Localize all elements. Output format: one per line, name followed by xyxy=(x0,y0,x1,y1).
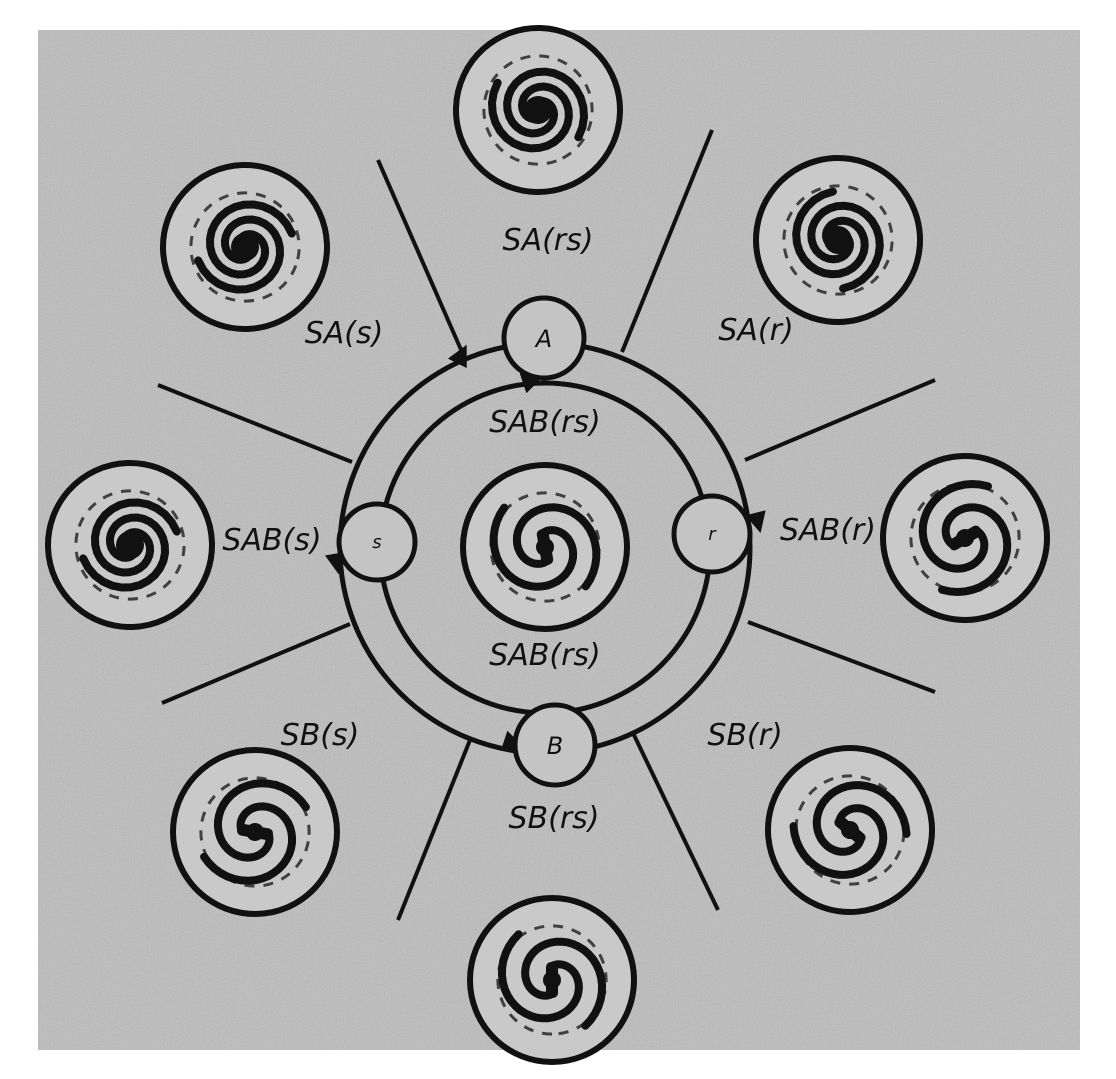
node-s-label: s xyxy=(372,532,381,553)
node-b-label: B xyxy=(547,732,563,760)
galaxy-spiral-arm xyxy=(521,937,607,1030)
galaxy-icons xyxy=(45,25,1050,1065)
galaxy-core xyxy=(246,823,264,841)
galaxy-core xyxy=(536,538,554,556)
spoke-line xyxy=(620,129,714,353)
node-r xyxy=(671,493,753,575)
label-sab-s: SAB(s) xyxy=(222,523,321,558)
galaxy-faint-arms xyxy=(909,482,1021,594)
galaxy-spiral-arm xyxy=(789,804,888,879)
spoke-line xyxy=(376,159,464,353)
spoke-line xyxy=(747,620,936,694)
galaxy-icon-sb-s xyxy=(170,747,340,917)
label-sa-r: SA(r) xyxy=(718,313,793,348)
galaxy-spiral-arm xyxy=(918,479,993,573)
galaxy-spiral-arm xyxy=(812,781,911,856)
galaxy-core xyxy=(956,529,974,547)
arrow-outer-right xyxy=(745,510,766,534)
galaxy-spiral-arm xyxy=(497,930,583,1023)
galaxy-icon-sb-r xyxy=(765,745,935,915)
galaxy-spiral-arm xyxy=(213,779,310,862)
label-sb-s: SB(s) xyxy=(281,718,360,753)
node-s xyxy=(336,501,418,583)
galaxy-icon-sa-rs xyxy=(453,25,623,195)
galaxy-core xyxy=(231,233,259,261)
label-center-upper: SAB(rs) xyxy=(489,405,601,440)
galaxy-spiral-arm xyxy=(512,503,601,591)
galaxy-spiral-arm xyxy=(200,802,297,885)
node-b xyxy=(512,702,598,788)
ring-nodes xyxy=(336,295,753,788)
galaxy-icon-sa-r xyxy=(753,155,923,325)
spoke-line xyxy=(396,739,472,921)
label-sa-s: SA(s) xyxy=(305,316,384,351)
galaxy-icon-sab-s xyxy=(45,460,215,630)
galaxy-core xyxy=(116,531,144,559)
label-sb-r: SB(r) xyxy=(707,718,782,753)
galaxy-core xyxy=(841,821,859,839)
galaxy-core xyxy=(824,226,852,254)
arrow-outer-top-left xyxy=(447,344,467,369)
galaxy-icon-center xyxy=(460,462,630,632)
label-sab-r: SAB(r) xyxy=(780,513,876,548)
galaxy-icon-sa-s xyxy=(160,162,330,332)
spoke-line xyxy=(161,622,351,705)
spoke-line xyxy=(744,378,936,462)
node-a xyxy=(501,295,587,381)
galaxy-icon-sb-rs xyxy=(467,895,637,1065)
galaxy-core xyxy=(524,96,552,124)
label-sa-rs: SA(rs) xyxy=(503,223,594,258)
spoke-line xyxy=(632,734,720,911)
arrow-inner-top xyxy=(519,373,543,394)
arrow-outer-left xyxy=(324,551,346,575)
node-a-label: A xyxy=(534,325,552,353)
label-sb-rs: SB(rs) xyxy=(509,801,600,836)
type-labels: SA(s) SA(rs) SA(r) SAB(s) SAB(r) SB(s) S… xyxy=(222,223,876,836)
galaxy-faint-arms xyxy=(74,489,186,601)
galaxy-faint-arms xyxy=(496,924,608,1036)
galaxy-faint-arms xyxy=(794,774,906,886)
spoke-line xyxy=(157,383,353,464)
separator-lines xyxy=(157,129,936,921)
galaxy-icon-sab-r xyxy=(880,453,1050,623)
galaxy-spiral-arm xyxy=(489,503,578,591)
label-center-lower: SAB(rs) xyxy=(489,638,601,673)
galaxy-faint-arms xyxy=(482,54,594,166)
galaxy-core xyxy=(543,971,561,989)
node-r-label: r xyxy=(708,524,717,545)
galaxy-faint-arms xyxy=(489,491,601,603)
galaxy-spiral-arm xyxy=(937,503,1012,597)
